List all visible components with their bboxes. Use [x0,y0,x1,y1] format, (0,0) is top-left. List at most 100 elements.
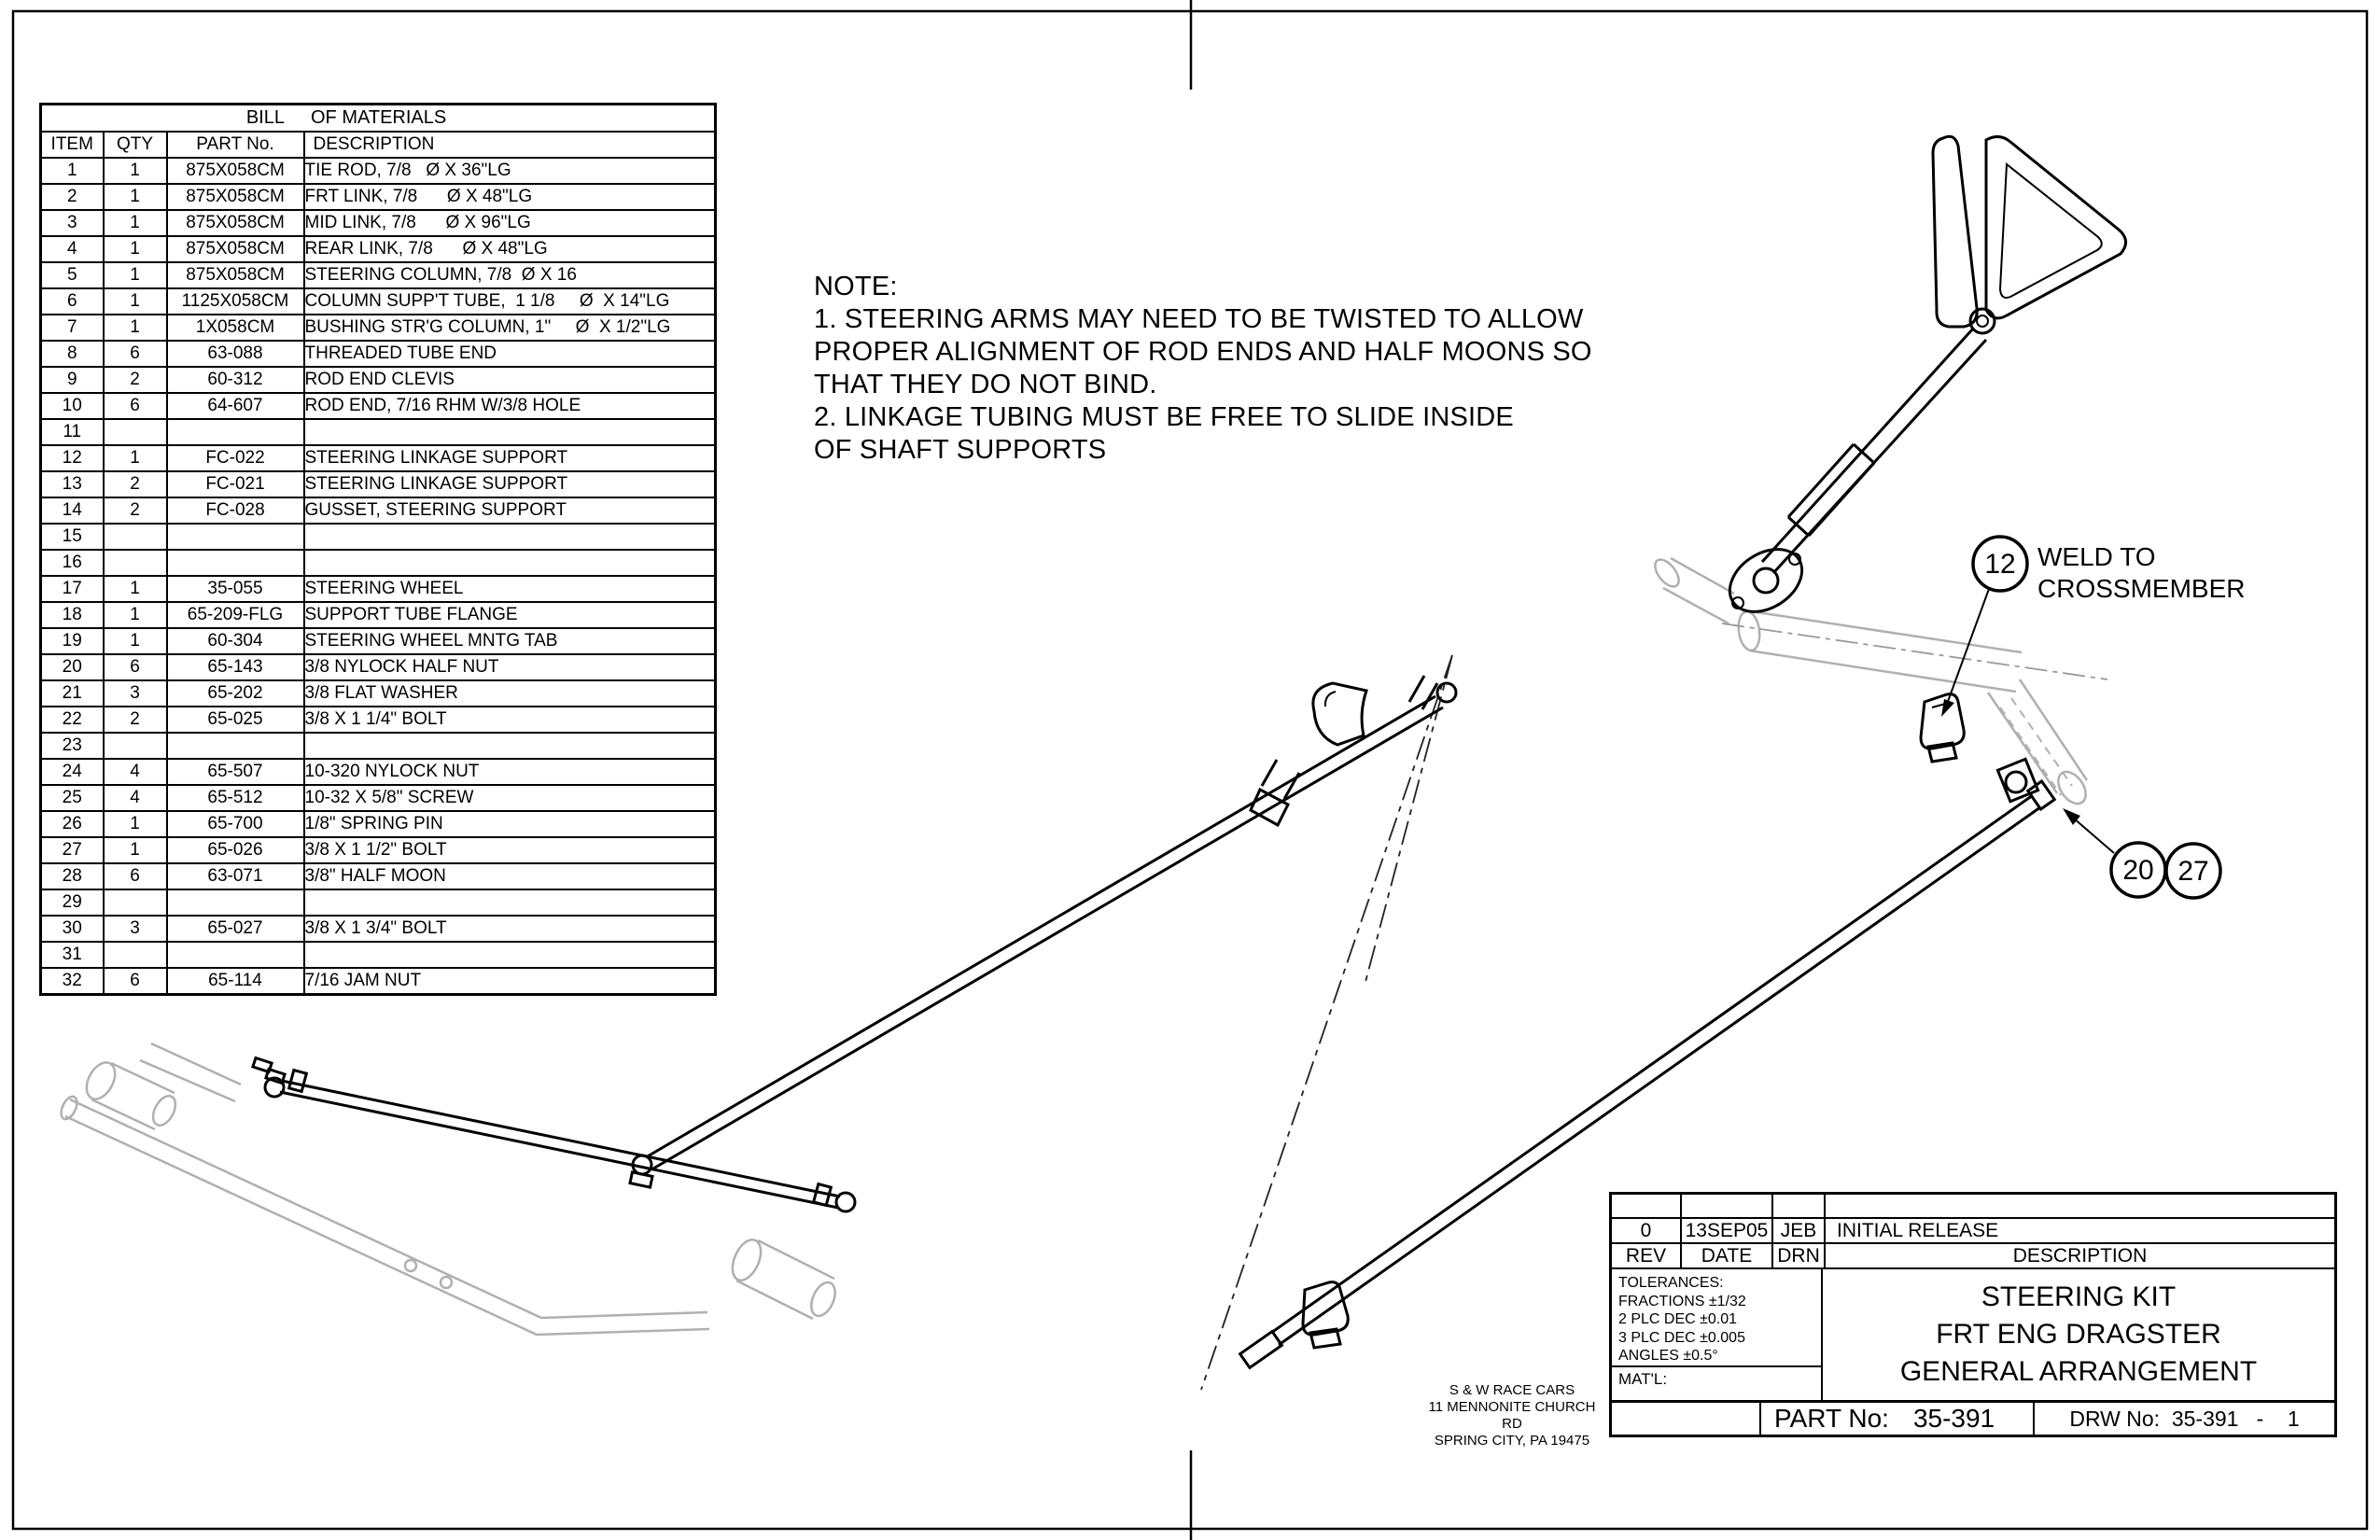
bom-cell-item: 22 [39,706,105,734]
bom-cell-part: 63-071 [165,862,305,890]
steering-wheel-assembly [1728,134,2127,613]
bom-cell-item: 31 [39,941,105,969]
bom-cell-qty: 2 [102,470,168,498]
mid-link-rod [628,675,1458,1189]
bom-cell-part: 64-607 [165,392,305,420]
bom-cell-qty: 1 [102,627,168,655]
title-block: 0 13SEP05 JEB INITIAL RELEASE REV DATE D… [1609,1192,2337,1437]
bom-cell-desc: 10-32 X 5/8" SCREW [302,784,717,812]
tolerance-line: FRACTIONS ±1/32 [1618,1293,1746,1309]
bom-row: 29 [39,889,717,917]
bom-cell-part: 65-143 [165,653,305,681]
bom-cell-qty [102,549,168,577]
part-number-cell: PART No: 35-391 [1761,1400,2035,1435]
bom-cell-part: 65-202 [165,679,305,707]
bom-cell-desc: REAR LINK, 7/8 Ø X 48"LG [302,235,717,263]
rev-empty-cell [1682,1195,1773,1219]
bom-cell-qty: 2 [102,497,168,525]
bom-cell-part: FC-022 [165,444,305,472]
note-line: OF SHAFT SUPPORTS [814,435,1107,465]
bom-cell-part: 65-512 [165,784,305,812]
rev-empty-cell [1826,1195,2334,1219]
company-address-line: S & W RACE CARS [1449,1382,1575,1398]
rev-empty-cell [1612,1195,1682,1219]
bom-cell-part: 65-027 [165,915,305,943]
bom-cell-item: 21 [39,679,105,707]
bom-cell-part: 65-507 [165,758,305,786]
bom-cell-part: FC-021 [165,470,305,498]
bom-cell-desc: STEERING LINKAGE SUPPORT [302,470,717,498]
bom-cell-qty: 1 [102,601,168,629]
bom-cell-item: 5 [39,261,105,289]
note-line: 1. STEERING ARMS MAY NEED TO BE TWISTED … [814,304,1584,334]
drawing-title-line: STEERING KIT [1981,1281,2177,1312]
bom-cell-part: 65-114 [165,967,305,996]
bom-cell-qty: 1 [102,314,168,342]
bom-cell-desc: FRT LINK, 7/8 Ø X 48"LG [302,183,717,211]
bom-cell-item: 1 [39,157,105,185]
bom-cell-part [165,889,305,917]
bom-cell-qty: 2 [102,366,168,394]
bom-cell-desc: STEERING COLUMN, 7/8 Ø X 16 [302,261,717,289]
support-tube-flange [1728,548,1804,613]
bom-cell-qty: 1 [102,810,168,838]
bom-cell-desc: THREADED TUBE END [302,340,717,368]
callout-balloons: 12 20 27 [1941,535,2222,900]
bom-cell-desc: 3/8 X 1 3/4" BOLT [302,915,717,943]
phantom-front-axle-group [60,1042,836,1337]
balloon-27 [2164,842,2222,900]
linkage-support-bracket [1301,1281,1350,1337]
rev-header-date: DATE [1682,1244,1773,1269]
bom-cell-desc: ROD END CLEVIS [302,366,717,394]
bom-title-of-materials: OF MATERIALS [311,107,447,128]
note-line: PROPER ALIGNMENT OF ROD ENDS AND HALF MO… [814,337,1592,367]
leader-arrow-20-27 [2063,808,2080,825]
bom-header-row: ITEM QTY PART No. DESCRIPTION [39,131,717,159]
bom-cell-desc: 3/8" HALF MOON [302,862,717,890]
bom-cell-part: 63-088 [165,340,305,368]
bom-cell-part [165,549,305,577]
weld-note-line: WELD TO [2037,542,2156,571]
bom-cell-desc: BUSHING STR'G COLUMN, 1" Ø X 1/2"LG [302,314,717,342]
bom-title-bill: BILL [245,107,285,128]
bom-cell-qty: 1 [102,836,168,864]
bom-cell-desc: MID LINK, 7/8 Ø X 96"LG [302,209,717,237]
part-number-value: 35-391 [1912,1404,1995,1433]
bom-cell-desc: ROD END, 7/16 RHM W/3/8 HOLE [302,392,717,420]
bom-cell-qty: 4 [102,784,168,812]
bom-cell-part: 1X058CM [165,314,305,342]
bom-cell-item: 32 [39,967,105,996]
bom-cell-desc: 3/8 NYLOCK HALF NUT [302,653,717,681]
bom-cell-desc: 3/8 X 1 1/2" BOLT [302,836,717,864]
bom-cell-qty: 6 [102,653,168,681]
bom-cell-qty: 4 [102,758,168,786]
bom-cell-item: 2 [39,183,105,211]
bom-title-row: BILL OF MATERIALS [39,103,717,133]
note-line: THAT THEY DO NOT BIND. [814,370,1157,399]
bom-cell-desc: 10-320 NYLOCK NUT [302,758,717,786]
phantom-chassis-group [1654,556,2108,805]
drawing-title-line: FRT ENG DRAGSTER [1936,1319,2221,1350]
bom-cell-item: 11 [39,418,105,446]
bom-row: 31 [39,941,717,969]
rev-header-drn: DRN [1773,1244,1826,1269]
bom-cell-item: 26 [39,810,105,838]
rev-value: 0 [1612,1219,1682,1244]
threaded-tube-end [1238,1329,1284,1370]
weld-note-line: CROSSMEMBER [2037,574,2246,603]
